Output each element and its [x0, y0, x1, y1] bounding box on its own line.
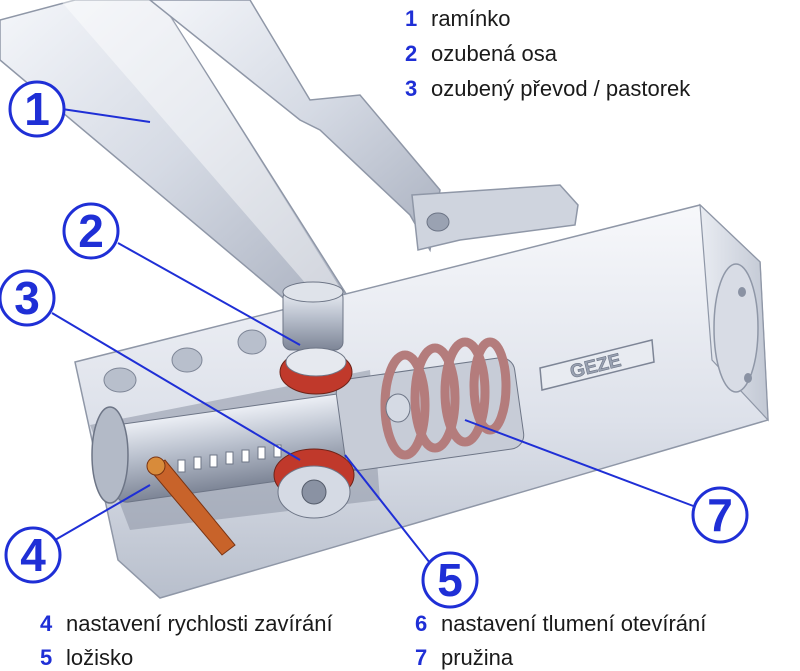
legend-label: ramínko [431, 6, 511, 31]
legend-item-1: 1 ramínko [405, 8, 510, 30]
legend-number: 5 [40, 645, 53, 670]
speed-adjust-valve [146, 456, 236, 556]
legend-number: 3 [405, 76, 418, 101]
callout-number: 5 [437, 554, 463, 606]
legend-label: nastavení rychlosti zavírání [66, 611, 333, 636]
legend-number: 4 [40, 611, 53, 636]
callout-number: 3 [14, 272, 40, 324]
callout-number: 4 [20, 529, 46, 581]
legend-label: ozubená osa [431, 41, 557, 66]
main-arm [0, 0, 352, 313]
legend-item-5: 5 ložisko [40, 647, 133, 669]
callout-2: 2 [62, 202, 120, 260]
callout-number: 7 [707, 489, 733, 541]
callout-number: 1 [24, 83, 50, 135]
pinion-shaft [282, 281, 344, 351]
legend-item-7: 7 pružina [415, 647, 513, 669]
secondary-arm [148, 0, 579, 253]
legend-number: 2 [405, 41, 418, 66]
callout-7: 7 [691, 486, 749, 544]
legend-item-2: 2 ozubená osa [405, 43, 557, 65]
legend-number: 7 [415, 645, 428, 670]
rack-gear [177, 444, 282, 473]
callout-number: 2 [78, 205, 104, 257]
legend-label: ložisko [66, 645, 134, 670]
legend-item-3: 3 ozubený převod / pastorek [405, 78, 690, 100]
pinion-gear [273, 448, 355, 519]
legend-item-6: 6 nastavení tlumení otevírání [415, 613, 706, 635]
callout-4: 4 [4, 526, 62, 584]
upper-bearing [279, 347, 353, 395]
callout-5: 5 [421, 551, 479, 609]
callout-1: 1 [8, 80, 66, 138]
legend-label: pružina [441, 645, 514, 670]
legend-label: nastavení tlumení otevírání [441, 611, 707, 636]
spring-cap [385, 393, 411, 423]
legend-item-4: 4 nastavení rychlosti zavírání [40, 613, 333, 635]
legend-label: ozubený převod / pastorek [431, 76, 691, 101]
legend-number: 6 [415, 611, 428, 636]
callout-leaders [51, 108, 697, 564]
legend-number: 1 [405, 6, 418, 31]
callout-3: 3 [0, 269, 56, 327]
